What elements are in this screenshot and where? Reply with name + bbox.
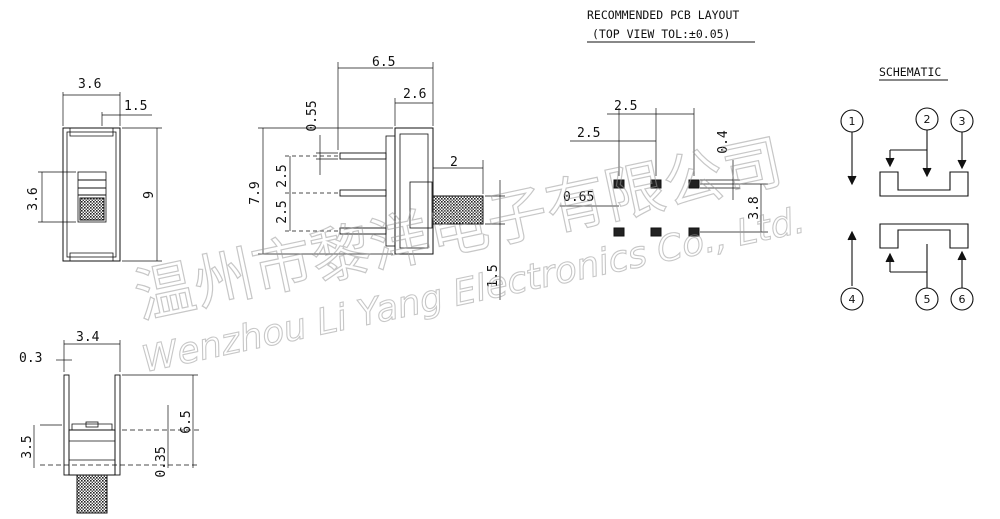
dim-side-pitch-a: 2.5 [275,164,290,187]
side-pin-1 [339,152,387,160]
schematic-pin-1-label: 1 [849,115,856,128]
watermark: 温州市黎洋电子有限公司 Wenzhou Li Yang Electronics … [128,126,809,381]
bottom-actuator [76,474,108,514]
side-pin-2 [339,189,387,197]
front-actuator [79,197,105,221]
bottom-lead-left [63,374,70,476]
dim-side-length: 6.5 [372,55,395,70]
front-body-outline [62,127,121,262]
dim-front-width: 3.6 [78,77,101,92]
dim-side-travel: 1.5 [486,264,501,287]
front-view [38,92,162,262]
schematic-title: SCHEMATIC [879,65,941,79]
dim-side-pin-width: 0.55 [305,100,320,131]
schematic-contact-bottom [879,223,969,249]
dim-side-actuator: 2 [450,155,458,170]
pcb-layout-subtitle: (TOP VIEW TOL:±0.05) [592,27,730,41]
dim-side-pitch-b: 2.5 [275,200,290,223]
dim-bottom-standoff: 0.35 [154,446,169,477]
schematic [840,107,974,311]
schematic-pin-3-label: 3 [959,115,966,128]
schematic-pin-6 [950,287,974,311]
schematic-pin-6-label: 6 [959,293,966,306]
pcb-pad-6 [688,227,700,237]
dim-pcb-row-gap: 3.8 [747,196,762,219]
dim-pcb-pitch-x2: 2.5 [577,126,600,141]
schematic-pin-5 [915,287,939,311]
dim-side-body: 2.6 [403,87,426,102]
pcb-pad-4 [613,227,625,237]
pcb-pad-3 [688,179,700,189]
side-actuator [432,195,484,225]
dim-bottom-width: 3.4 [76,330,100,345]
dim-front-height: 9 [142,191,157,199]
pcb-pad-1 [613,179,625,189]
side-pin-3 [339,227,387,235]
bottom-body [68,429,116,476]
front-slider-window [77,171,107,223]
pcb-pad-5 [650,227,662,237]
front-body-inner [66,131,117,258]
schematic-pin-2 [915,107,939,131]
pcb-layout-title: RECOMMENDED PCB LAYOUT [587,8,739,22]
side-view [258,62,505,300]
dim-front-offset: 1.5 [124,99,147,114]
schematic-pin-3 [950,109,974,133]
dim-pcb-pad-width: 0.65 [563,190,594,205]
dim-bottom-height: 3.5 [20,435,35,458]
dim-pcb-pad-height: 0.4 [716,130,731,154]
dim-front-side: 3.6 [26,187,41,210]
schematic-contact-top [879,171,969,197]
schematic-pin-4-label: 4 [849,293,856,306]
dim-bottom-lead: 6.5 [179,410,194,433]
bottom-lead-right [114,374,121,476]
pcb-layout [560,108,768,237]
schematic-pin-1 [840,109,864,133]
dim-pcb-pitch-x: 2.5 [614,99,637,114]
pcb-pad-2 [650,179,662,189]
schematic-pin-5-label: 5 [924,293,931,306]
schematic-pin-4 [840,287,864,311]
dim-bottom-pin-thickness: 0.3 [19,351,42,366]
dim-side-overall: 7.9 [248,181,263,204]
bottom-view [33,340,200,514]
schematic-pin-2-label: 2 [924,113,931,126]
